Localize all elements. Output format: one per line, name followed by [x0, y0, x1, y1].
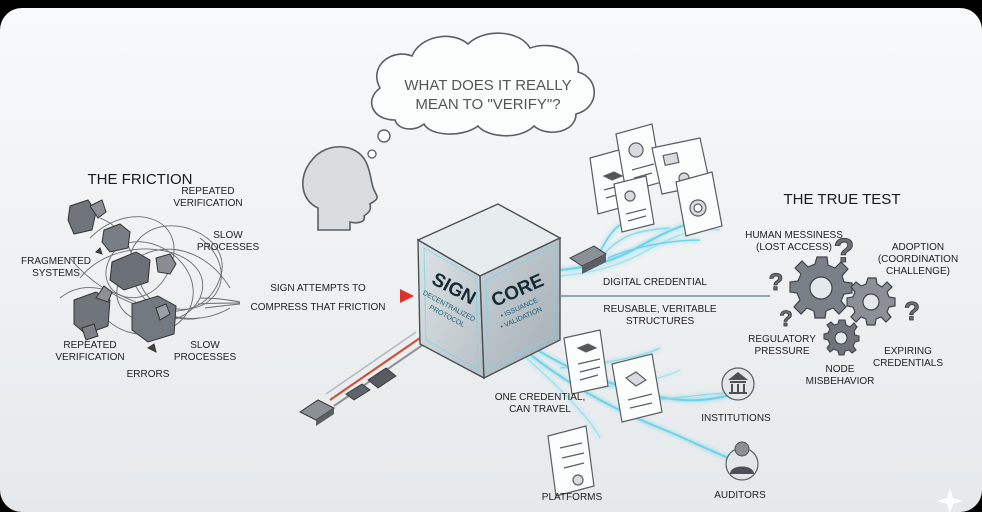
label-fragmented-systems-1: FRAGMENTED [21, 256, 91, 267]
svg-text:?: ? [779, 306, 792, 331]
node-label-2: MISBEHAVIOR [806, 376, 875, 387]
adoption-label-1: ADOPTION [892, 242, 944, 253]
credential-documents-top [589, 123, 723, 237]
document-platform-icon [547, 425, 595, 497]
label-slow-processes-top-1: SLOW [213, 230, 243, 241]
credential-documents-bottom [547, 329, 663, 497]
label-slow-processes-bottom-2: PROCESSES [174, 352, 237, 363]
cloud-text-line1: WHAT DOES IT REALLY [404, 77, 571, 94]
adoption-label-3: CHALLENGE) [886, 266, 950, 277]
expiring-label-1: EXPIRING [884, 346, 932, 357]
label-slow-processes-top-2: PROCESSES [197, 242, 260, 253]
arrow-label-line2: COMPRESS THAT FRICTION [250, 302, 385, 313]
regulatory-label-2: PRESSURE [754, 346, 809, 357]
gears-icon [789, 256, 896, 356]
one-credential-label-line1: ONE CREDENTIAL, [495, 392, 586, 403]
label-slow-processes-bottom-1: SLOW [190, 340, 220, 351]
document-id-icon [615, 123, 663, 193]
true-test-title: THE TRUE TEST [784, 191, 901, 208]
institutions-label: INSTITUTIONS [701, 413, 771, 424]
input-cable [299, 331, 425, 426]
reusable-label-line2: STRUCTURES [626, 316, 695, 327]
node-label-1: NODE [826, 364, 855, 375]
label-repeated-verification-top-2: VERIFICATION [173, 198, 242, 209]
cloud-text-line2: MEAN TO "VERIFY"? [415, 96, 560, 113]
friction-title: THE FRICTION [88, 171, 193, 188]
question-marks-icon: ? ? ? ? [768, 232, 920, 332]
auditor-person-icon [725, 441, 759, 481]
thinking-head-icon [302, 146, 378, 231]
platforms-label: PLATFORMS [542, 492, 603, 503]
reusable-label-line1: REUSABLE, VERITABLE [603, 304, 717, 315]
svg-text:?: ? [834, 232, 855, 270]
regulatory-label-1: REGULATORY [748, 334, 816, 345]
digital-credential-label: DIGITAL CREDENTIAL [603, 277, 707, 288]
svg-text:?: ? [769, 269, 784, 296]
document-seal-icon [675, 171, 723, 237]
connector-plug-icon [569, 245, 607, 274]
label-repeated-verification-bottom-1: REPEATED [63, 340, 116, 351]
svg-text:?: ? [904, 296, 920, 326]
one-credential-label-line2: CAN TRAVEL [509, 404, 571, 415]
expiring-label-2: CREDENTIALS [873, 358, 943, 369]
label-repeated-verification-top-1: REPEATED [181, 186, 234, 197]
auditors-label: AUDITORS [714, 490, 766, 501]
compress-arrow [240, 289, 414, 303]
sparkle-icon [937, 488, 963, 512]
sign-core-cube [416, 203, 562, 380]
thought-cloud: WHAT DOES IT REALLY MEAN TO "VERIFY"? [367, 32, 595, 159]
document-profile-icon [613, 175, 655, 233]
arrow-label-line1: SIGN ATTEMPTS TO [270, 283, 366, 294]
human-messiness-label-1: HUMAN MESSINESS [745, 230, 843, 241]
broken-blocks-icon [67, 199, 177, 353]
label-fragmented-systems-2: SYSTEMS [32, 268, 80, 279]
document-handshake-icon [611, 353, 663, 423]
tangled-lines [59, 216, 241, 335]
document-graduation-icon-lower [563, 329, 609, 395]
human-messiness-label-2: (LOST ACCESS) [756, 242, 832, 253]
adoption-label-2: (COORDINATION [878, 254, 958, 265]
institution-building-icon [721, 367, 755, 401]
label-repeated-verification-bottom-2: VERIFICATION [55, 352, 124, 363]
label-errors: ERRORS [127, 369, 170, 380]
diagram-canvas: WHAT DOES IT REALLY MEAN TO "VERIFY"? TH… [0, 8, 982, 512]
